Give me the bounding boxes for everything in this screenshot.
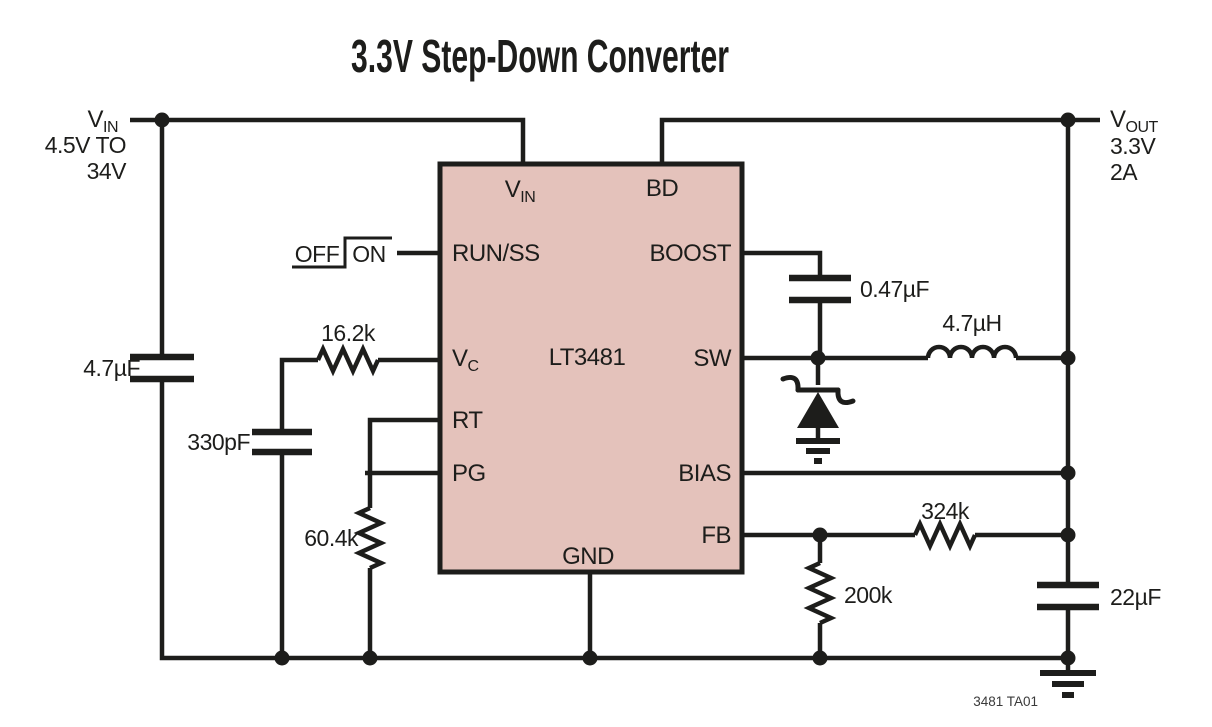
label-vin: VIN bbox=[87, 106, 118, 136]
capacitor-output: 22µF bbox=[1037, 581, 1162, 611]
label-rt-res: 60.4k bbox=[304, 525, 359, 551]
run-control-annotation: OFF ON bbox=[292, 236, 392, 269]
figure-reference: 3481 TA01 bbox=[973, 694, 1038, 709]
junction-dot bbox=[1060, 650, 1076, 666]
junction-dot bbox=[154, 112, 170, 128]
ic-part-number: LT3481 bbox=[549, 344, 626, 371]
label-vin-main: V bbox=[87, 106, 103, 133]
logic-step-line bbox=[292, 236, 392, 269]
label-vout-voltage: 3.3V bbox=[1110, 133, 1156, 159]
wire-left-rail-and-bottom-rail bbox=[159, 380, 1068, 661]
label-off: OFF bbox=[295, 241, 340, 267]
ic-lt3481: VIN BD RUN/SS BOOST VC LT3481 SW RT PG B… bbox=[437, 161, 745, 575]
resistor-compensation: 16.2k bbox=[315, 320, 381, 377]
label-on: ON bbox=[352, 241, 386, 267]
wires bbox=[130, 117, 1100, 672]
wire-vin-to-ic bbox=[130, 117, 526, 166]
ground-symbol-diode bbox=[796, 438, 840, 464]
junction-dot bbox=[582, 650, 598, 666]
label-vout-main: V bbox=[1110, 106, 1126, 133]
junction-dot bbox=[810, 350, 826, 366]
label-comp-cap: 330pF bbox=[187, 429, 250, 455]
label-vout-current: 2A bbox=[1110, 159, 1138, 185]
resistor-zigzag bbox=[353, 505, 387, 571]
junction-dot bbox=[1060, 350, 1076, 366]
junction-dot bbox=[1060, 112, 1076, 128]
wire-bd-to-vout bbox=[659, 117, 1100, 166]
pin-label-gnd: GND bbox=[562, 543, 614, 570]
inductor-coil bbox=[925, 344, 1019, 359]
pin-vin-main: V bbox=[505, 176, 521, 203]
label-vin-range2: 34V bbox=[87, 158, 128, 184]
label-vout: VOUT bbox=[1110, 106, 1159, 136]
label-vin-range1: 4.5V TO bbox=[45, 132, 126, 158]
diode-anode-triangle bbox=[797, 392, 839, 428]
diode-schottky bbox=[780, 374, 856, 464]
pin-label-vin: VIN bbox=[505, 176, 536, 206]
label-comp-res: 16.2k bbox=[321, 320, 376, 346]
wire-rt-to-res bbox=[367, 417, 440, 508]
pin-label-fb: FB bbox=[701, 522, 731, 549]
label-fb-top-res: 324k bbox=[921, 498, 970, 524]
schottky-hook-right bbox=[835, 387, 856, 406]
capacitor-input: 4.7µF bbox=[83, 353, 194, 383]
ground-symbol-output bbox=[1040, 670, 1096, 698]
junction-dot bbox=[274, 650, 290, 666]
ic-body bbox=[437, 161, 745, 575]
inductor: 4.7µH bbox=[925, 310, 1019, 359]
resistor-rt: 60.4k bbox=[304, 505, 387, 571]
pin-label-vc: VC bbox=[452, 345, 479, 375]
junction-dot bbox=[812, 650, 828, 666]
pin-label-runss: RUN/SS bbox=[452, 240, 540, 267]
capacitor-compensation: 330pF bbox=[187, 428, 312, 456]
resistor-zigzag bbox=[912, 518, 978, 552]
label-vout-sub: OUT bbox=[1126, 119, 1159, 136]
label-output-cap: 22µF bbox=[1110, 584, 1161, 610]
junction-dots bbox=[154, 112, 1076, 666]
label-fb-bot-res: 200k bbox=[844, 582, 893, 608]
pin-label-boost: BOOST bbox=[649, 240, 731, 267]
pin-label-bd: BD bbox=[646, 175, 679, 202]
junction-dot bbox=[812, 527, 828, 543]
pin-label-sw: SW bbox=[693, 345, 732, 372]
resistor-zigzag bbox=[315, 343, 381, 377]
wire-boost-to-cap bbox=[742, 250, 823, 276]
schottky-hook-left bbox=[780, 374, 801, 393]
output-terminal-labels: VOUT 3.3V 2A bbox=[1110, 106, 1159, 185]
pin-vin-sub: IN bbox=[520, 189, 535, 206]
capacitor-boost: 0.47µF bbox=[789, 274, 930, 304]
pin-vc-sub: C bbox=[468, 358, 479, 375]
resistor-fb-top: 324k bbox=[912, 498, 978, 552]
label-inductor: 4.7µH bbox=[942, 310, 1001, 336]
pin-vc-main: V bbox=[452, 345, 468, 372]
resistor-fb-bottom: 200k bbox=[803, 560, 893, 626]
label-boost-cap: 0.47µF bbox=[860, 276, 930, 302]
label-input-cap: 4.7µF bbox=[83, 355, 140, 381]
junction-dot bbox=[1060, 465, 1076, 481]
resistor-zigzag bbox=[803, 560, 837, 626]
junction-dot bbox=[362, 650, 378, 666]
pin-label-bias: BIAS bbox=[678, 460, 731, 487]
label-vin-sub: IN bbox=[103, 119, 118, 136]
schematic-title: 3.3V Step-Down Converter bbox=[351, 30, 729, 82]
input-terminal-labels: VIN 4.5V TO 34V bbox=[45, 106, 128, 184]
wire-vc-to-comp-cap bbox=[279, 357, 318, 432]
pin-label-pg: PG bbox=[452, 460, 486, 487]
junction-dot bbox=[1060, 527, 1076, 543]
pin-label-rt: RT bbox=[452, 407, 483, 434]
